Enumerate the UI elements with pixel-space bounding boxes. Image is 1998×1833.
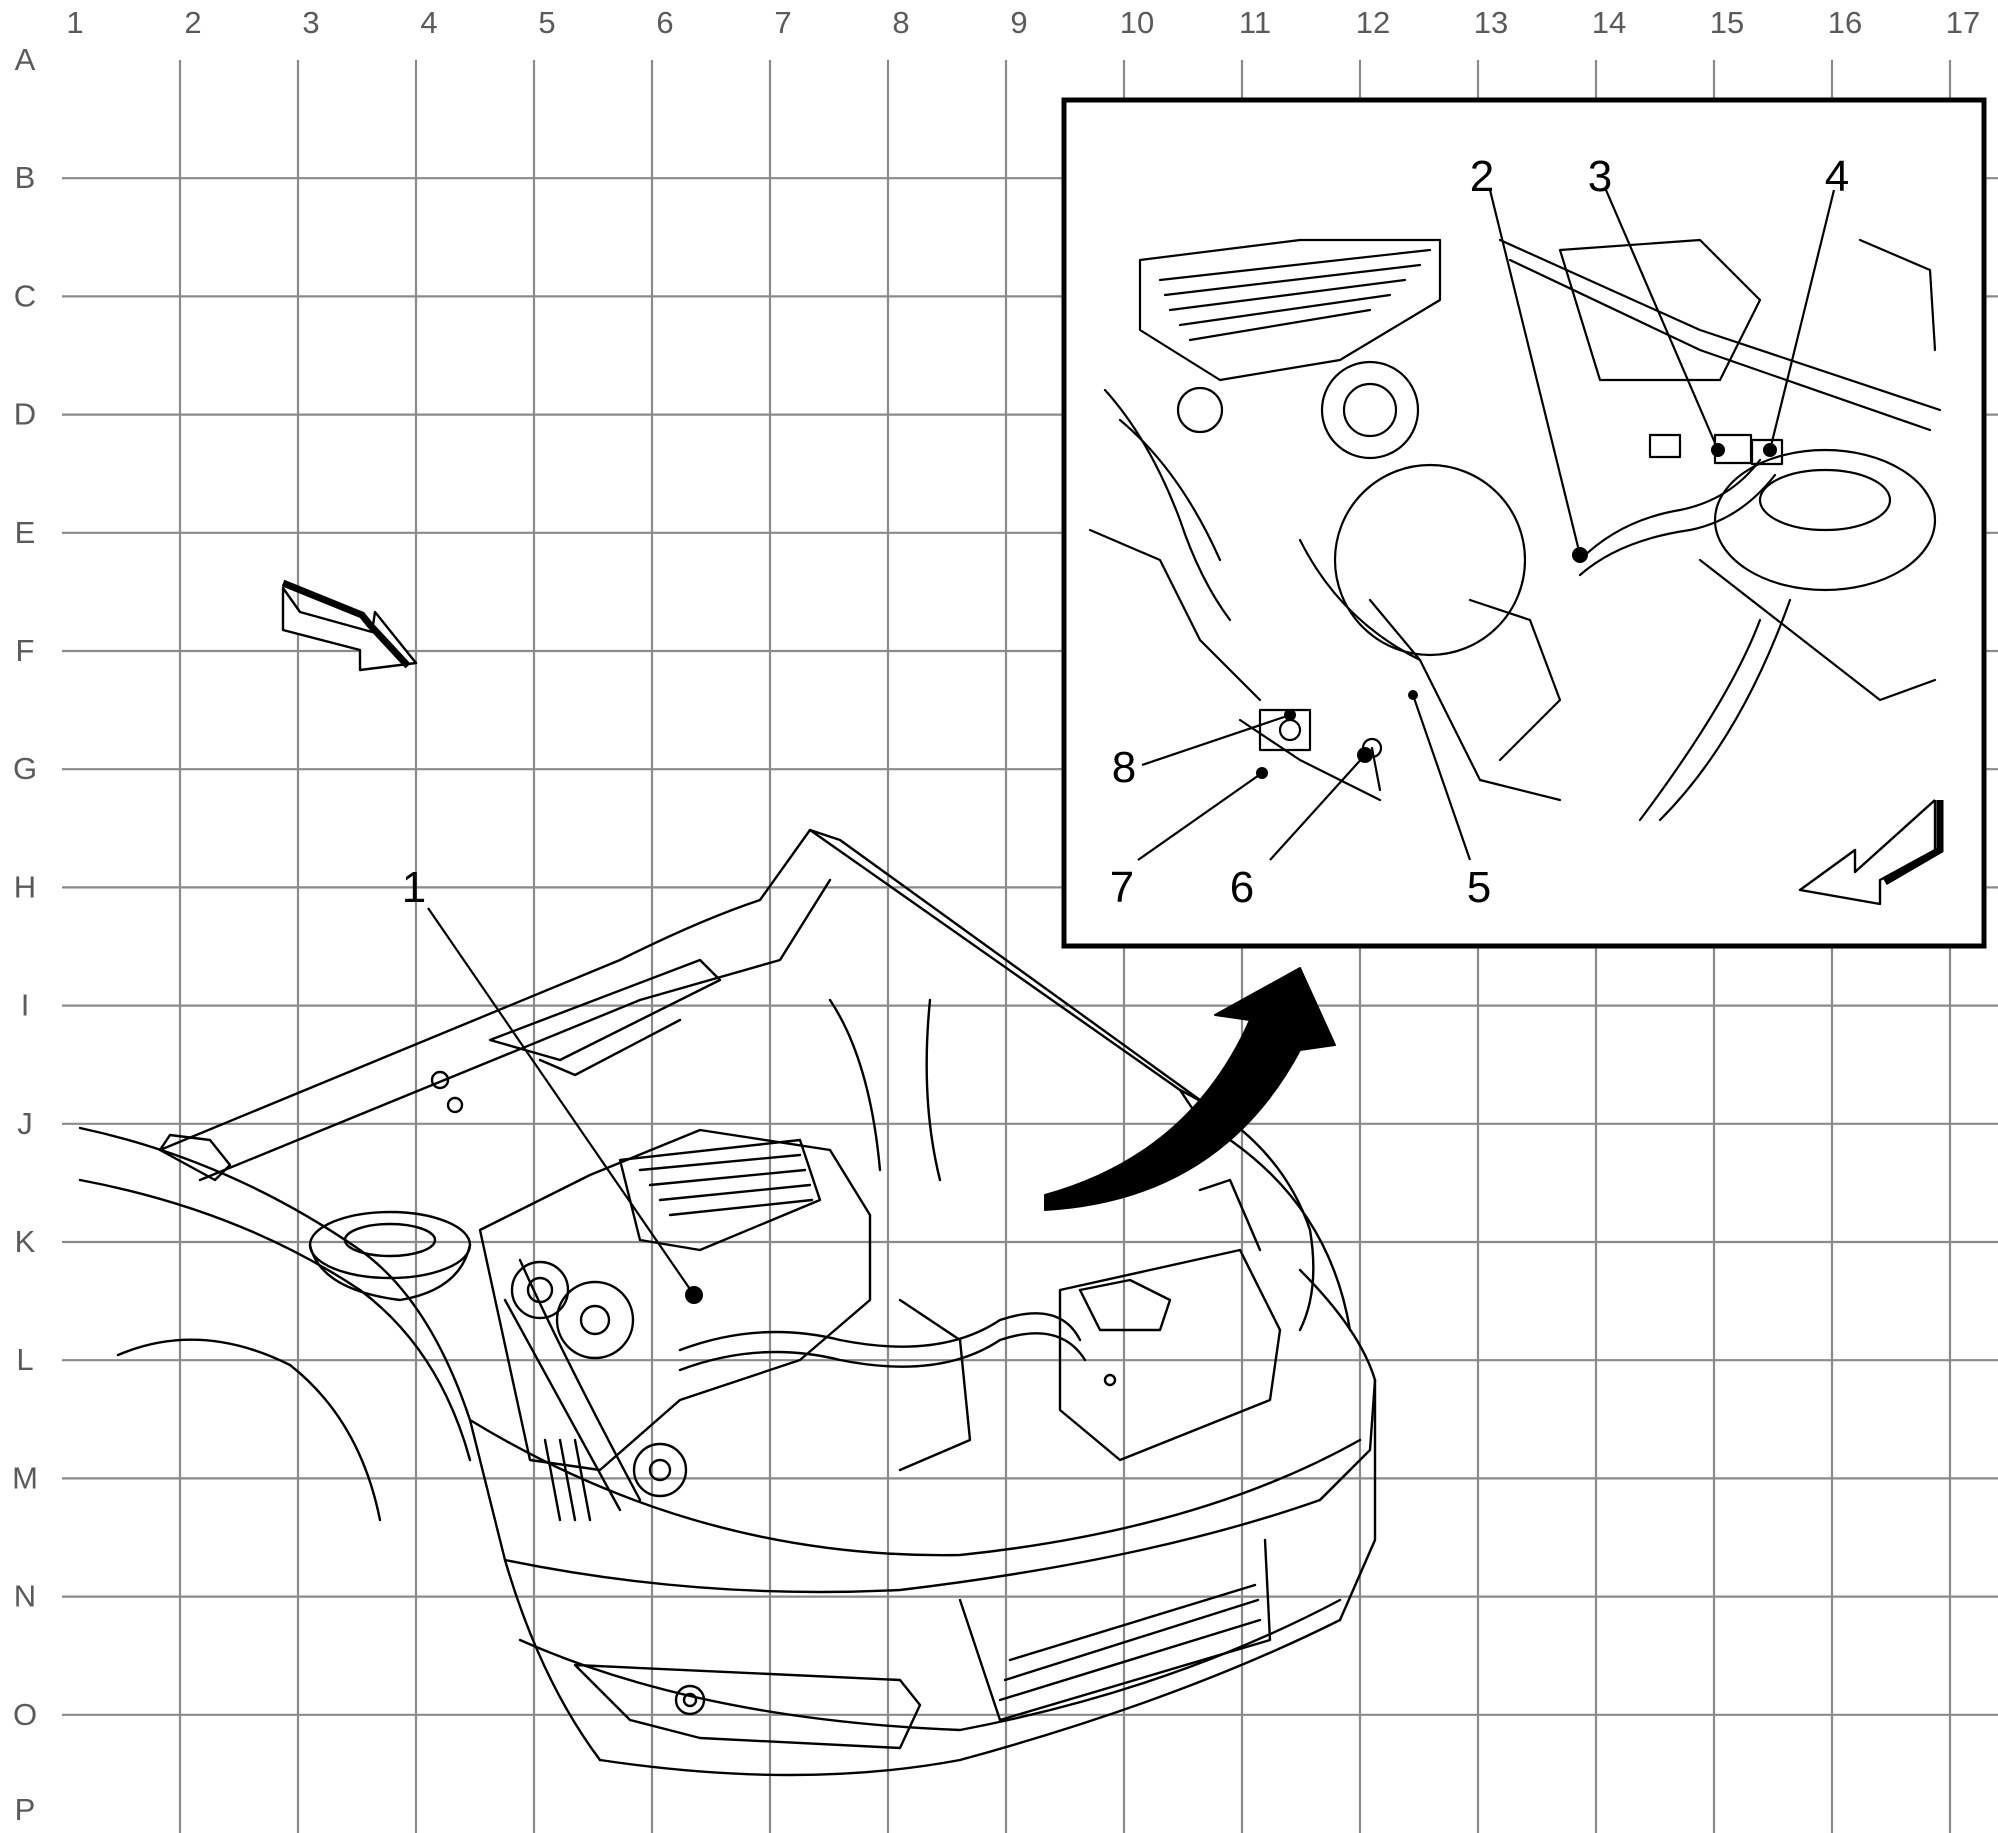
- grid-row-label: G: [13, 751, 37, 786]
- grid-column-label: 15: [1710, 5, 1744, 40]
- callout-leaders: [427, 189, 1836, 1296]
- grid-row-label: D: [14, 397, 36, 432]
- grid-column-label: 13: [1474, 5, 1508, 40]
- grid-row-label: E: [15, 515, 36, 550]
- detail-inset: [1061, 97, 1987, 949]
- grid-column-label: 14: [1592, 5, 1626, 40]
- grid-column-label: 12: [1356, 5, 1390, 40]
- view-orientation-arrow: [281, 579, 418, 672]
- grid-row-label: O: [13, 1697, 37, 1732]
- callout-3: 3: [1588, 152, 1612, 201]
- grid-column-label: 2: [184, 5, 201, 40]
- grid-column-label: 1: [66, 5, 83, 40]
- callout-7: 7: [1110, 863, 1134, 912]
- grid-row-label: A: [15, 42, 36, 77]
- grid-column-label: 6: [656, 5, 673, 40]
- grid-row-label: H: [14, 869, 36, 904]
- grid-row-label: K: [15, 1224, 36, 1259]
- grid-row-label: M: [12, 1460, 38, 1495]
- vehicle-front-illustration: [78, 828, 1377, 1777]
- grid-row-labels: A B C D E F G H I J K L M N O P: [12, 42, 38, 1827]
- grid-row-label: C: [14, 278, 36, 313]
- grid-row-label: L: [16, 1342, 33, 1377]
- callout-2: 2: [1470, 152, 1494, 201]
- grid-column-label: 11: [1239, 5, 1271, 40]
- grid-column-label: 3: [302, 5, 319, 40]
- callout-6: 6: [1230, 863, 1254, 912]
- grid-column-label: 16: [1828, 5, 1862, 40]
- callout-labels: 1 2 3 4 5 6 7 8: [402, 152, 1849, 912]
- grid-row-label: J: [17, 1106, 33, 1141]
- grid-column-label: 9: [1010, 5, 1027, 40]
- callout-5: 5: [1467, 863, 1491, 912]
- grid-row-label: B: [15, 160, 36, 195]
- callout-8: 8: [1112, 743, 1136, 792]
- callout-markers: [685, 443, 1777, 1304]
- grid-column-label: 8: [892, 5, 909, 40]
- detail-pointer-arrow: [1044, 967, 1336, 1211]
- grid-row-label: F: [16, 633, 35, 668]
- callout-4: 4: [1825, 152, 1849, 201]
- grid-column-label: 5: [538, 5, 555, 40]
- grid-row-label: N: [14, 1579, 36, 1614]
- grid-column-label: 17: [1946, 5, 1980, 40]
- grid-column-label: 4: [420, 5, 437, 40]
- grid-row-label: I: [21, 988, 30, 1023]
- grid-column-label: 10: [1120, 5, 1154, 40]
- engine-detail-illustration: [1088, 238, 1942, 822]
- grid-column-label: 7: [774, 5, 791, 40]
- callout-1: 1: [402, 863, 426, 912]
- grid-row-label: P: [15, 1792, 36, 1827]
